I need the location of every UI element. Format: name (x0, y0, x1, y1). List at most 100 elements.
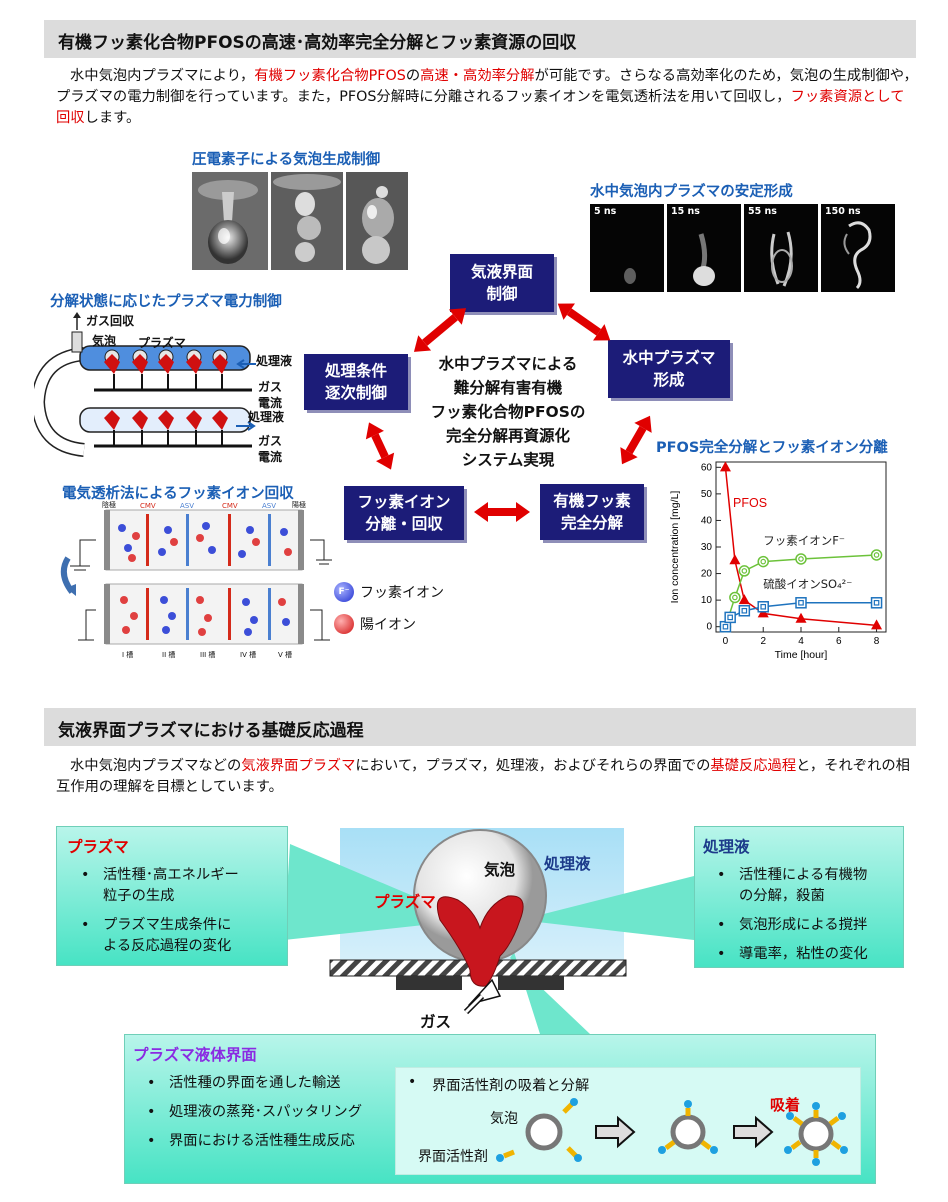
pfos-point (738, 594, 750, 605)
y-tick-label: 0 (706, 622, 712, 633)
series-label-sulfate: 硫酸イオンSO₄²⁻ (763, 577, 852, 591)
y-tick-label: 30 (701, 542, 713, 553)
fluoride-point-inner (873, 552, 880, 558)
gas-collection-label: ガス回収 (86, 314, 135, 328)
anode-label: 陽極 (292, 501, 306, 509)
sulfate-point-inner (873, 599, 880, 606)
interface-callout: プラズマ液体界面 活性種の界面を通した輸送 処理液の蒸発･スパッタリング 界面に… (124, 1034, 876, 1184)
piezo-photo-strip (192, 172, 408, 270)
adsorption-label: 吸着 (770, 1096, 801, 1114)
liquid-item-1: 活性種による有機物 の分解，殺菌 (703, 865, 895, 907)
sulfate-point-inner (760, 603, 767, 610)
scene-bubble-label: 気泡 (484, 861, 516, 879)
bubble-label: 気泡 (92, 334, 117, 348)
membrane-label-1: CMV (140, 502, 156, 510)
sulfate-point (738, 605, 751, 617)
sulfate-point-inner (741, 607, 748, 614)
electrodialysis-graphic (60, 509, 332, 645)
plasma-frame-2: 15 ns (667, 204, 741, 292)
x-tick-label: 6 (836, 636, 842, 647)
plasma-label: プラズマ (138, 336, 186, 350)
plasma-frame-3: 55 ns (744, 204, 818, 292)
bubble-photo-3 (346, 172, 408, 270)
cathode-label: 陰極 (102, 501, 116, 509)
fluoride-point (757, 555, 769, 568)
caption-power-control: 分解状態に応じたプラズマ電力制御 (50, 294, 282, 310)
interface-item-2: 処理液の蒸発･スパッタリング (133, 1102, 403, 1123)
reactor-graphic (34, 312, 256, 457)
pfos-point (795, 612, 807, 623)
cycle-center-goal: 水中プラズマによる 難分解有害有機 フッ素化合物PFOSの 完全分解再資源化 シ… (430, 355, 586, 469)
membrane-label-2: ASV (180, 502, 195, 510)
plasma-photo-strip: 5 ns 15 ns 55 ns 150 ns (590, 204, 895, 292)
tank-label-5: V 槽 (278, 651, 293, 659)
scene-liquid-label: 処理液 (544, 855, 591, 873)
plasma-frame-4: 150 ns (821, 204, 895, 292)
current-label-2: 電流 (258, 450, 283, 464)
plasma-item-1: 活性種･高エネルギー 粒子の生成 (67, 865, 277, 907)
surfactant-panel: • 界面活性剤の吸着と分解 気泡 界面活性剤 吸着 (395, 1067, 861, 1175)
section1-paragraph: 水中気泡内プラズマにより，有機フッ素化合物PFOSの高速・高効率分解が可能です。… (56, 68, 918, 126)
tank-label-2: II 槽 (162, 651, 176, 659)
gas-label-2: ガス (258, 434, 283, 448)
current-label-1: 電流 (258, 396, 283, 410)
fluoride-point-inner (760, 558, 767, 565)
sulfate-point-inner (722, 623, 729, 630)
scene-plasma-label: プラズマ (374, 893, 436, 911)
pfos-point (871, 619, 883, 630)
caption-piezo: 圧電素子による気泡生成制御 (192, 152, 381, 168)
y-tick-label: 60 (701, 462, 713, 473)
reactor-diagram: ガス回収 気泡 プラズマ 処理液 ガス 電流 処理液 ガス 電流 (34, 310, 304, 464)
cycle-box-condition-control: 処理条件 逐次制御 (304, 354, 408, 410)
y-tick-label: 50 (701, 489, 713, 500)
series-line-0 (724, 467, 877, 627)
liquid-label-1: 処理液 (256, 354, 293, 368)
liquid-callout-title: 処理液 (703, 838, 750, 856)
legend-fluoride-ion: F⁻ フッ素イオン (334, 582, 444, 602)
cycle-box-plasma-formation: 水中プラズマ 形成 (608, 340, 730, 398)
cycle-box-complete-decomposition: 有機フッ素 完全分解 (540, 484, 644, 540)
surfactant-agent-label: 界面活性剤 (418, 1149, 488, 1165)
electrodialysis-diagram: 陰極 陽極 CMV ASV CMV ASV I 槽 II 槽 III 槽 IV … (56, 500, 332, 668)
legend-cation: 陽イオン (334, 614, 416, 634)
bubble-photo-2 (271, 172, 343, 270)
cation-icon (334, 614, 354, 634)
sulfate-point-inner (727, 614, 733, 621)
fluoride-point-inner (741, 568, 748, 574)
series-label-pfos: PFOS (733, 496, 767, 510)
sulfate-point (870, 597, 883, 609)
x-tick-label: 0 (723, 636, 729, 647)
plasma-item-2: プラズマ生成条件に よる反応過程の変化 (67, 915, 277, 957)
pfos-point (719, 461, 731, 472)
sulfate-point-inner (798, 599, 804, 606)
section2-paragraph: 水中気泡内プラズマなどの気液界面プラズマにおいて，プラズマ，処理液，およびそれら… (56, 758, 910, 795)
surfactant-process-graphic (496, 1098, 848, 1166)
section1-title: 有機フッ素化合物PFOSの高速･高効率完全分解とフッ素資源の回収 (44, 20, 916, 58)
y-tick-label: 10 (701, 595, 713, 606)
plasma-callout: プラズマ 活性種･高エネルギー 粒子の生成 プラズマ生成条件に よる反応過程の変… (56, 826, 288, 966)
liquid-item-3: 導電率，粘性の変化 (703, 944, 895, 965)
sulfate-point (724, 611, 736, 624)
cycle-box-interface-control: 気液界面 制御 (450, 254, 554, 312)
y-tick-label: 20 (701, 569, 713, 580)
sulfate-point (757, 601, 769, 613)
caption-stable-plasma: 水中気泡内プラズマの安定形成 (590, 184, 793, 200)
x-axis-label: Time [hour] (775, 649, 828, 661)
fluoride-point (870, 549, 883, 561)
x-tick-label: 8 (874, 636, 880, 647)
sulfate-point (795, 597, 807, 609)
liquid-callout: 処理液 活性種による有機物 の分解，殺菌 気泡形成による撹拌 導電率，粘性の変化 (694, 826, 904, 968)
caption-electrodialysis: 電気透析法によるフッ素イオン回収 (62, 486, 294, 502)
tank-label-3: III 槽 (200, 651, 216, 659)
surfactant-bullet: • (408, 1074, 417, 1090)
interface-item-3: 界面における活性種生成反応 (133, 1131, 403, 1152)
fluoride-point (729, 591, 741, 604)
cycle-arrows (365, 303, 652, 522)
y-tick-label: 40 (701, 515, 713, 526)
legend-fluoride-label: フッ素イオン (360, 585, 444, 601)
scene-gas-label: ガス (420, 1013, 452, 1031)
legend-cation-label: 陽イオン (360, 617, 416, 633)
fluoride-point (738, 565, 751, 577)
